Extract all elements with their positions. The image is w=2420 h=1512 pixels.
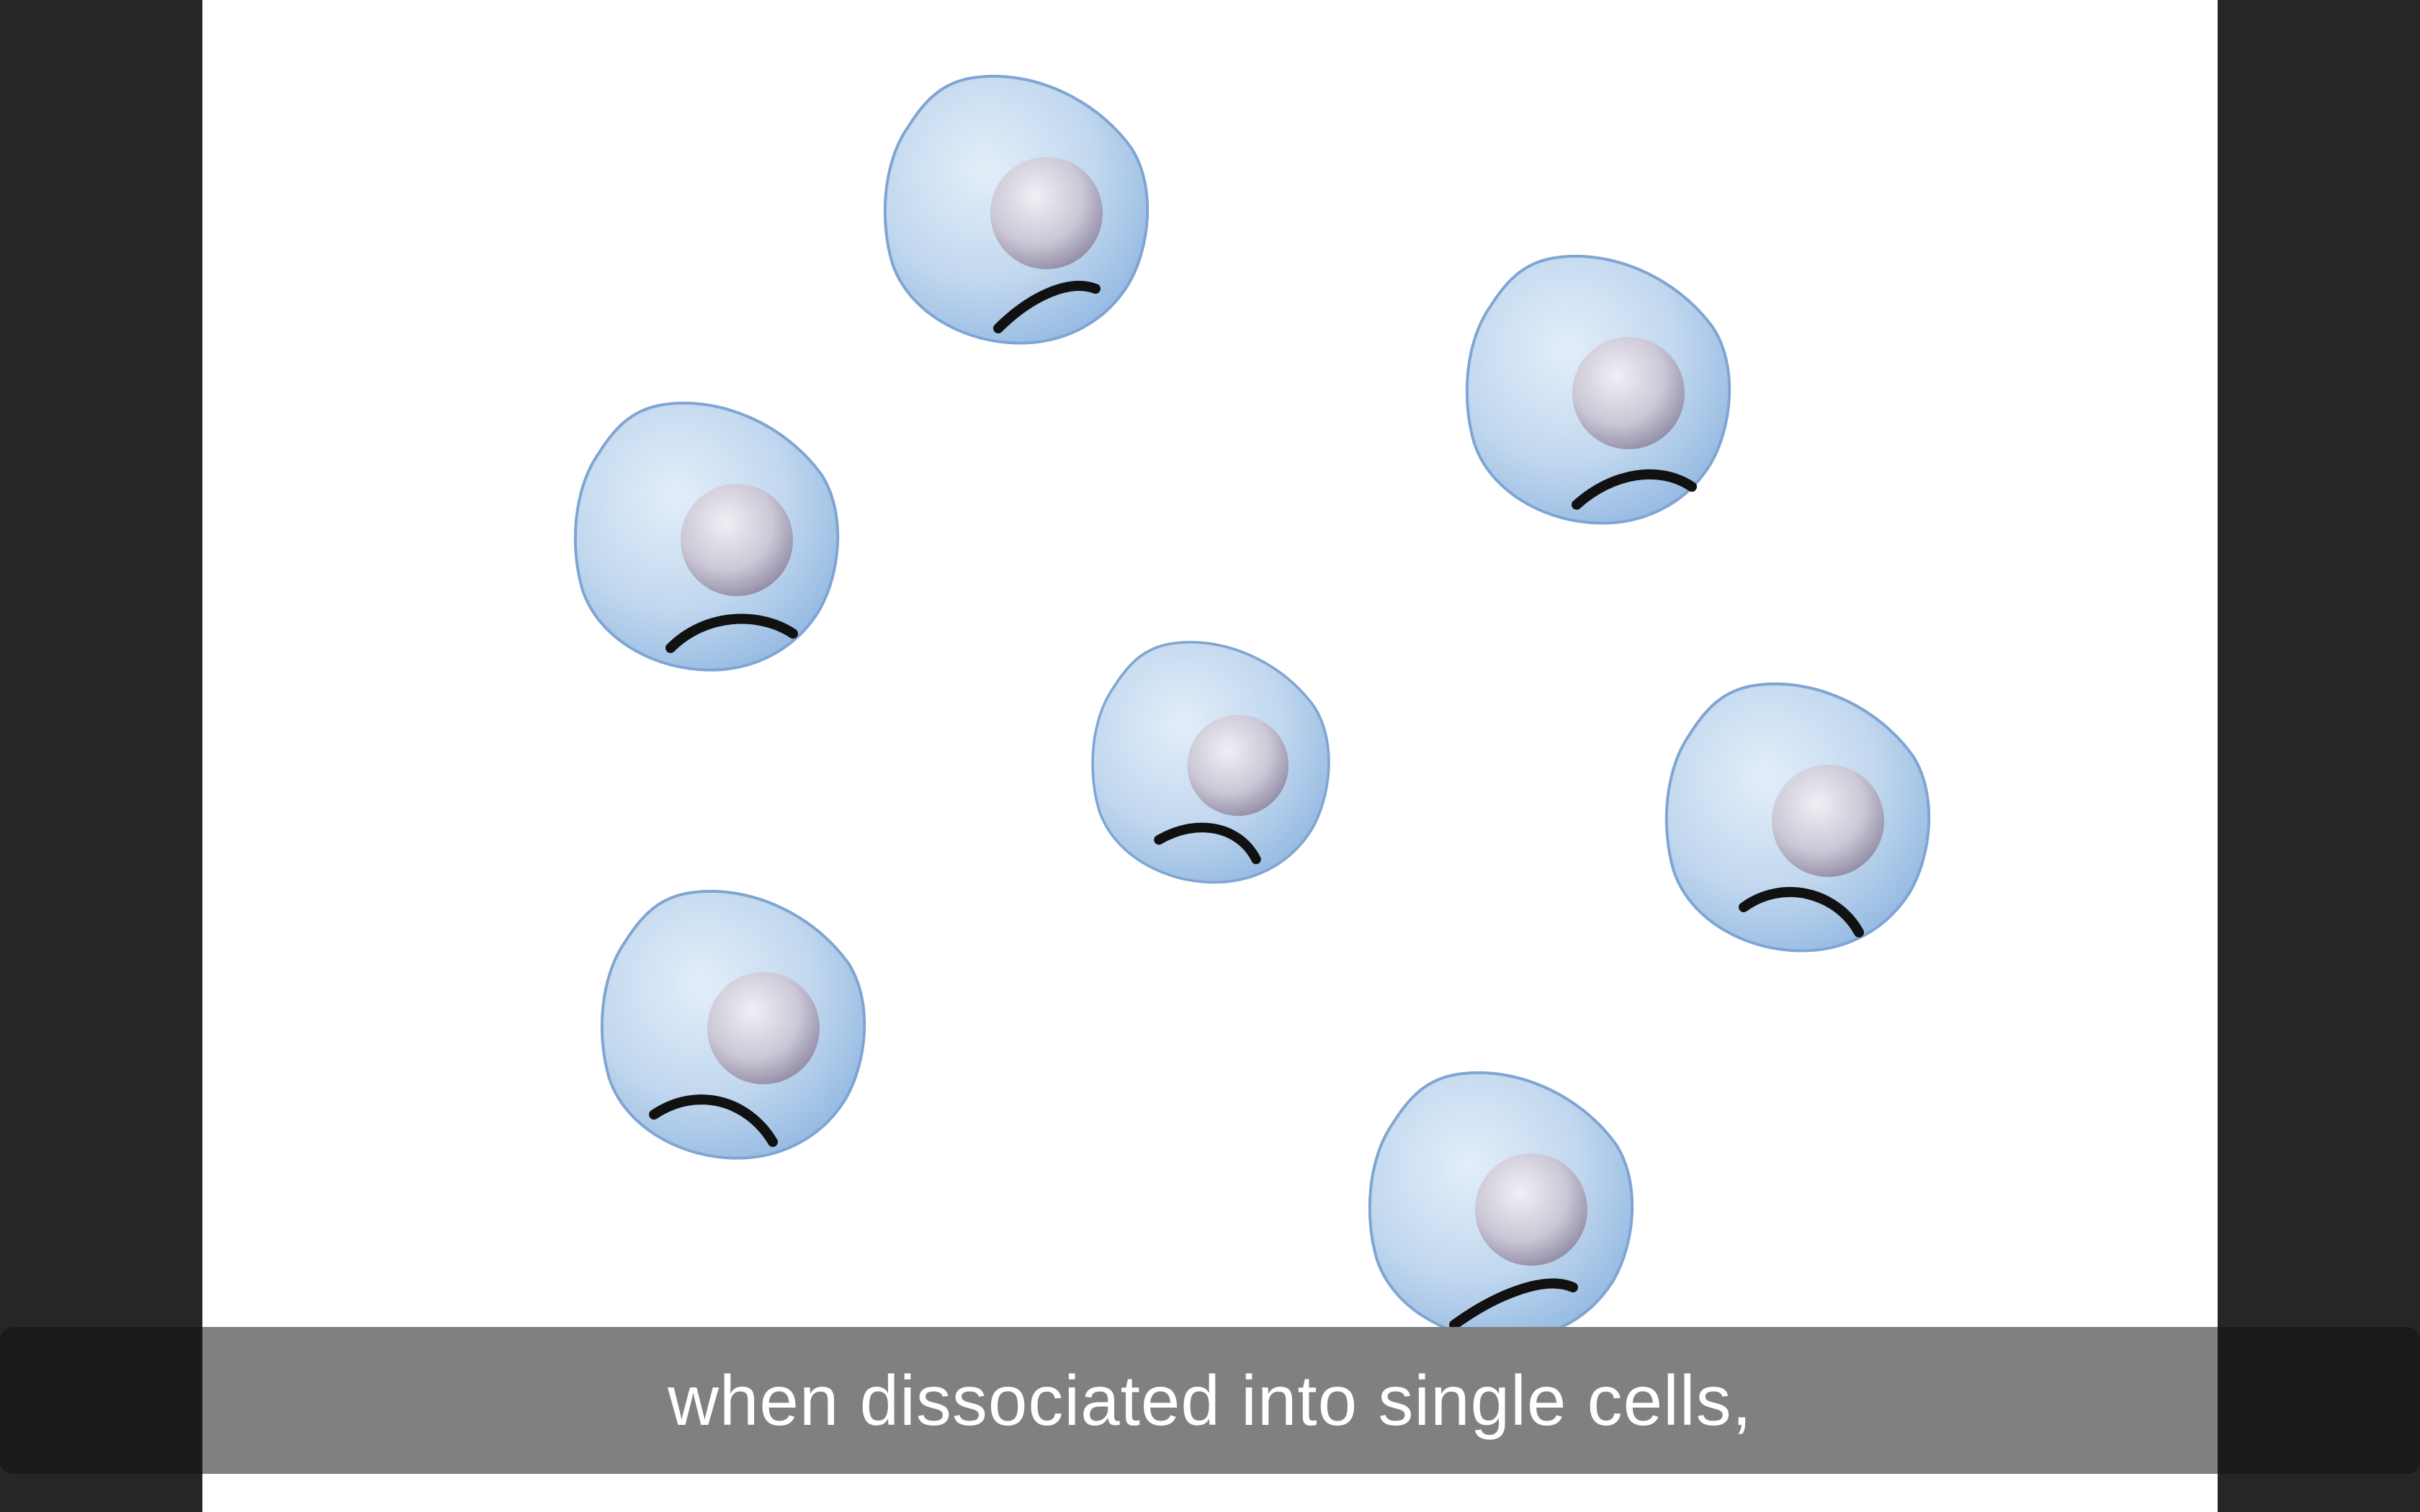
frown-mark bbox=[649, 1094, 778, 1147]
frown-mark bbox=[1154, 822, 1261, 865]
cell bbox=[1368, 1071, 1634, 1341]
caption-bar bbox=[202, 1327, 2218, 1474]
cells-illustration bbox=[573, 74, 1931, 1341]
cell bbox=[600, 889, 866, 1160]
cell bbox=[573, 401, 840, 672]
cell bbox=[1091, 641, 1330, 884]
frown-mark bbox=[666, 613, 798, 653]
frown-mark bbox=[1572, 469, 1697, 510]
caption-text: when dissociated into single cells, bbox=[668, 1360, 1752, 1440]
cell bbox=[883, 74, 1150, 345]
cell bbox=[1465, 254, 1731, 525]
cell bbox=[1664, 682, 1931, 953]
frown-mark bbox=[1449, 1278, 1578, 1330]
frown-mark bbox=[1739, 887, 1864, 937]
video-frame[interactable] bbox=[202, 0, 2218, 1512]
frown-mark bbox=[993, 281, 1101, 333]
